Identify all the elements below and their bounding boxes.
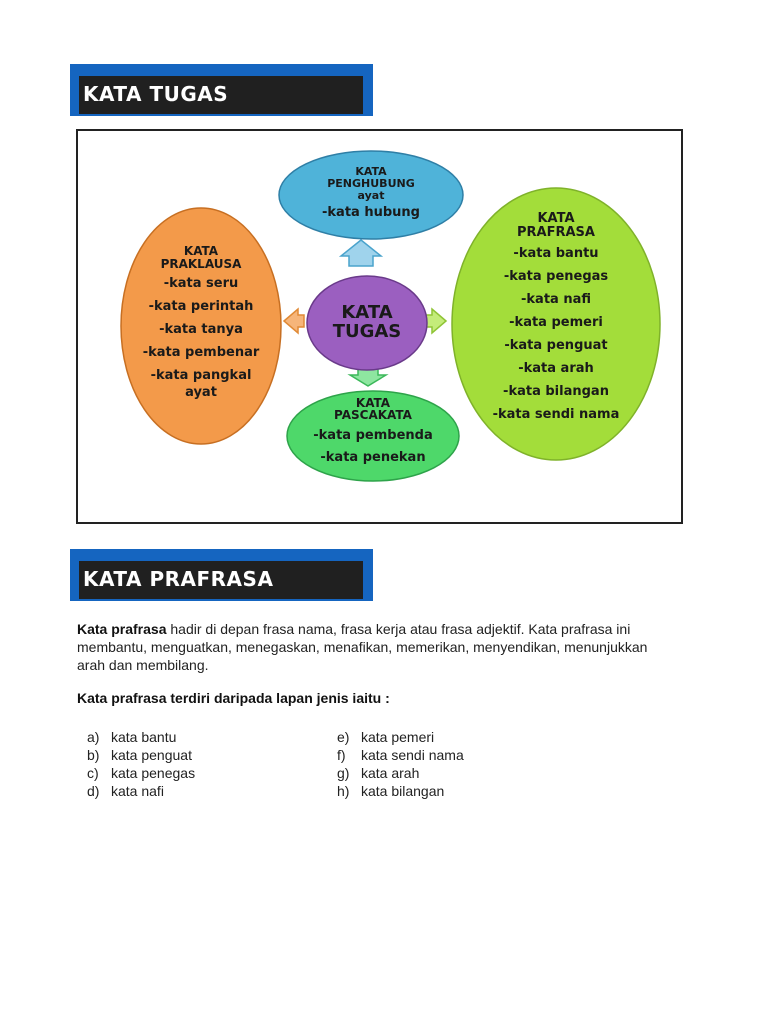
node-item: -kata pembenda	[313, 428, 432, 443]
section-title: KATA PRAFRASA	[79, 561, 363, 599]
node-item: -kata hubung	[322, 205, 420, 220]
node-title: PENGHUBUNG	[327, 177, 415, 190]
intro-line: hadir di depan frasa nama, frasa kerja a…	[166, 621, 631, 637]
list-marker: e)	[337, 729, 350, 745]
center-title: TUGAS	[333, 321, 402, 342]
list-marker: c)	[87, 765, 99, 781]
node-item: -kata penekan	[320, 450, 425, 465]
node-item: -kata bilangan	[503, 384, 609, 399]
list-item: b) kata penguat	[87, 746, 195, 764]
node-item: -kata pangkal	[151, 368, 252, 383]
list-item: f) kata sendi nama	[337, 746, 464, 764]
node-item: -kata penguat	[504, 338, 607, 353]
node-item: -kata pemeri	[509, 315, 603, 330]
node-item: -kata pembenar	[143, 345, 260, 360]
node-kata-prafrasa: KATA PRAFRASA -kata bantu -kata penegas …	[451, 187, 661, 461]
diagram-svg: KATA PENGHUBUNG ayat -kata hubung KATA P…	[120, 150, 661, 482]
section-banner-kata-prafrasa: KATA PRAFRASA	[70, 549, 373, 601]
node-item: -kata sendi nama	[493, 407, 620, 422]
node-item: ayat	[185, 385, 217, 400]
intro-line: arah dan membilang.	[77, 657, 209, 673]
section-title: KATA TUGAS	[79, 76, 363, 114]
node-kata-pascakata: KATA PASCAKATA -kata pembenda -kata pene…	[286, 390, 460, 482]
node-item: -kata tanya	[159, 322, 243, 337]
list-marker: g)	[337, 765, 350, 781]
list-marker: a)	[87, 729, 100, 745]
list-item: d) kata nafi	[87, 782, 195, 800]
list-item-text: kata penegas	[111, 765, 196, 781]
node-kata-praklausa: KATA PRAKLAUSA -kata seru -kata perintah…	[120, 207, 282, 445]
intro-lead: Kata prafrasa	[77, 621, 167, 637]
kata-tugas-diagram: KATA PENGHUBUNG ayat -kata hubung KATA P…	[76, 129, 683, 524]
list-item-text: kata sendi nama	[361, 747, 464, 763]
intro-line: membantu, menguatkan, menegaskan, menafi…	[77, 639, 648, 655]
type-list-left: a) kata bantu b) kata penguat c) kata peneg…	[87, 728, 195, 800]
list-item: a) kata bantu	[87, 728, 195, 746]
list-item-text: kata nafi	[111, 783, 164, 799]
list-marker: d)	[87, 783, 100, 799]
type-list-right: e) kata pemeri f) kata sendi nama g) kata a…	[337, 728, 464, 800]
list-heading: Kata prafrasa terdiri daripada lapan jen…	[77, 690, 390, 706]
list-item-text: kata bilangan	[361, 783, 445, 799]
center-title: KATA	[341, 302, 392, 323]
section-banner-kata-tugas: KATA TUGAS	[70, 64, 373, 116]
node-title: KATA	[356, 396, 391, 410]
node-title: KATA	[537, 211, 574, 226]
node-title: PRAFRASA	[517, 225, 595, 240]
list-item: c) kata penegas	[87, 764, 195, 782]
arrow-up-icon	[338, 239, 384, 267]
list-item-text: kata pemeri	[361, 729, 435, 745]
node-title: PRAKLAUSA	[161, 257, 243, 271]
node-item: -kata bantu	[513, 246, 598, 261]
node-item: -kata seru	[164, 276, 239, 291]
list-marker: b)	[87, 747, 100, 763]
node-item: -kata perintah	[149, 299, 254, 314]
list-item-text: kata bantu	[111, 729, 177, 745]
node-item: -kata nafi	[521, 292, 591, 307]
node-title: ayat	[358, 189, 385, 202]
arrow-right-icon	[425, 307, 448, 335]
node-kata-tugas-center: KATA TUGAS	[306, 275, 428, 371]
node-title: KATA	[184, 244, 219, 258]
node-item: -kata penegas	[504, 269, 609, 284]
list-item-text: kata arah	[361, 765, 420, 781]
list-marker: h)	[337, 783, 350, 799]
arrow-down-icon	[347, 368, 389, 387]
list-item: h) kata bilangan	[337, 782, 464, 800]
node-title: KATA	[355, 165, 387, 178]
arrow-left-icon	[282, 307, 305, 335]
node-kata-penghubung: KATA PENGHUBUNG ayat -kata hubung	[278, 150, 464, 240]
list-item: g) kata arah	[337, 764, 464, 782]
intro-paragraph: Kata prafrasa hadir di depan frasa nama,…	[77, 620, 717, 674]
list-item-text: kata penguat	[111, 747, 192, 763]
node-title: PASCAKATA	[334, 408, 413, 422]
list-item: e) kata pemeri	[337, 728, 464, 746]
node-item: -kata arah	[518, 361, 594, 376]
list-marker: f)	[337, 747, 346, 763]
